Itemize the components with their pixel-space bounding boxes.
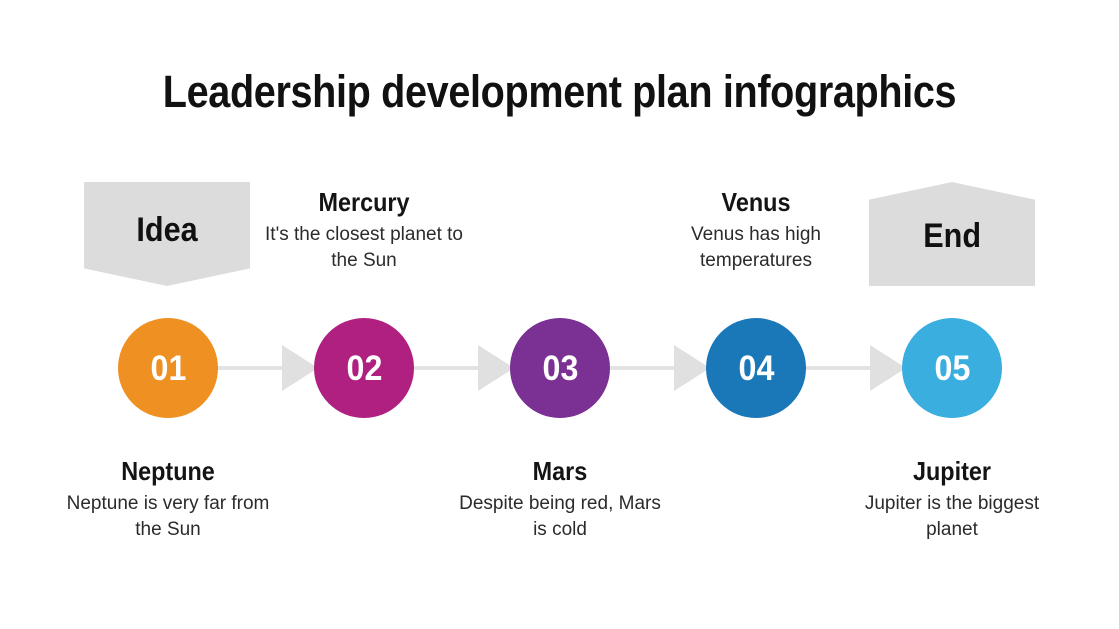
start-badge: Idea (84, 182, 250, 286)
step-node-01[interactable]: 01 (118, 318, 218, 418)
end-badge: End (869, 182, 1035, 286)
step-node-03[interactable]: 03 (510, 318, 610, 418)
step-description-01: Neptune is very far from the Sun (66, 493, 270, 540)
step-description-02: It's the closest planet to the Sun (265, 224, 463, 271)
step-label-05: Jupiter Jupiter is the biggest planet (842, 455, 1062, 543)
step-label-04: Venus Venus has high temperatures (646, 186, 866, 274)
page-title: Leadership development plan infographics (162, 66, 957, 117)
step-title-03: Mars (532, 456, 588, 486)
connector-line-1a (218, 366, 282, 370)
step-title-04: Venus (721, 187, 791, 217)
step-description-03: Despite being red, Mars is cold (459, 493, 661, 540)
step-node-04[interactable]: 04 (706, 318, 806, 418)
connector-line-3a (610, 366, 674, 370)
step-number-03: 03 (542, 348, 578, 388)
step-number-04: 04 (738, 348, 774, 388)
step-label-02: Mercury It's the closest planet to the S… (254, 186, 474, 274)
step-title-02: Mercury (318, 187, 410, 217)
step-description-05: Jupiter is the biggest planet (864, 493, 1040, 540)
step-number-02: 02 (346, 348, 382, 388)
end-badge-label: End (923, 217, 981, 255)
step-number-01: 01 (150, 348, 186, 388)
step-node-05[interactable]: 05 (902, 318, 1002, 418)
connector-arrow-4 (870, 345, 906, 391)
connector-arrow-1 (282, 345, 318, 391)
connector-arrow-2 (478, 345, 514, 391)
connector-line-4a (806, 366, 870, 370)
step-label-01: Neptune Neptune is very far from the Sun (58, 455, 278, 543)
start-badge-label: Idea (136, 211, 198, 249)
step-node-02[interactable]: 02 (314, 318, 414, 418)
step-title-01: Neptune (121, 456, 215, 486)
step-title-05: Jupiter (912, 456, 992, 486)
step-label-03: Mars Despite being red, Mars is cold (450, 455, 670, 543)
step-number-05: 05 (934, 348, 970, 388)
connector-line-2a (414, 366, 478, 370)
connector-arrow-3 (674, 345, 710, 391)
step-description-04: Venus has high temperatures (691, 224, 821, 271)
